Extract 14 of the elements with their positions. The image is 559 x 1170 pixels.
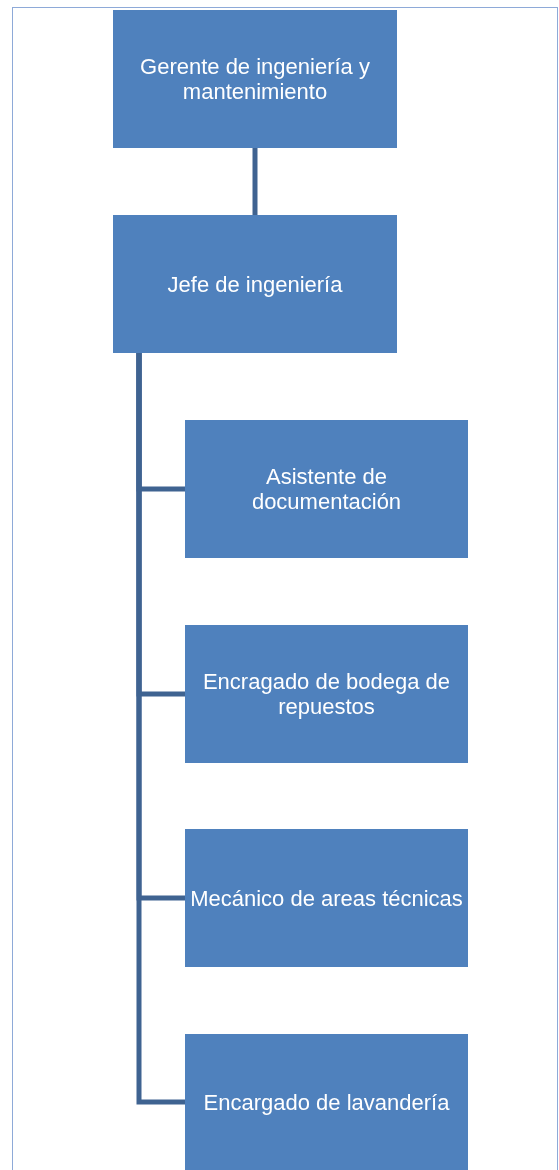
position-title: Encragado de bodega de repuestos (201, 669, 452, 719)
position-box (185, 829, 468, 967)
position-title: Encargado de lavandería (203, 1089, 450, 1115)
position-box (185, 1034, 468, 1170)
position-title: Asistente de documentación (250, 464, 403, 514)
connector-line (252, 148, 258, 215)
position-box (113, 215, 397, 353)
position-box (185, 625, 468, 763)
position-title: Mecánico de areas técnicas (190, 885, 463, 911)
position-title: Jefe de ingeniería (167, 271, 343, 297)
position-title: Gerente de ingeniería y mantenimiento (139, 54, 371, 104)
position-box (113, 10, 397, 148)
position-box (185, 420, 468, 558)
connector-line (136, 353, 185, 1105)
